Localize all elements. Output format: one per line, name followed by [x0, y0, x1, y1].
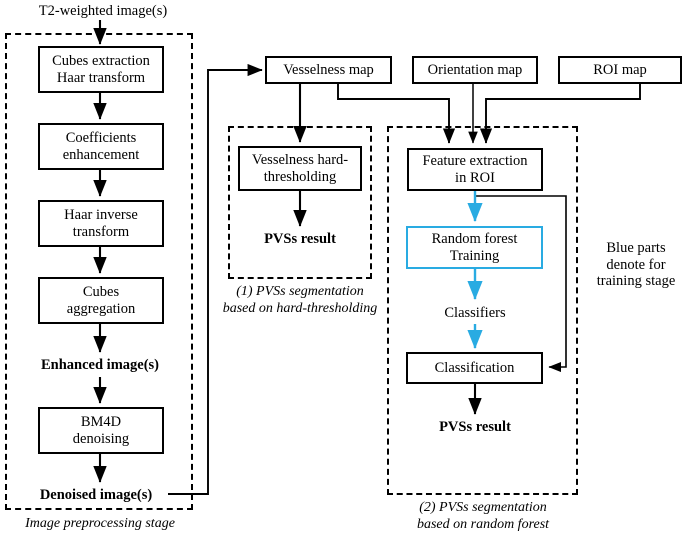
- step-bm4d-denoising[interactable]: BM4D denoising: [38, 407, 164, 454]
- legend-line3: training stage: [596, 273, 676, 290]
- legend-blue-parts: Blue parts denote for training stage: [588, 240, 684, 300]
- input-label-t2-weighted: T2-weighted image(s): [38, 2, 168, 19]
- step-haar-inverse-transform[interactable]: Haar inverse transform: [38, 200, 164, 247]
- group-random-forest-branch: [387, 126, 578, 495]
- step-coefficients-enhancement[interactable]: Coefficients enhancement: [38, 123, 164, 170]
- step-bm4d-line1: BM4D: [80, 413, 122, 430]
- step-vesselness-hard-thresholding[interactable]: Vesselness hard- thresholding: [238, 146, 362, 191]
- node-orientation-map[interactable]: Orientation map: [412, 56, 538, 84]
- step-feature-extraction-line1: Feature extraction: [422, 152, 528, 169]
- legend-line1: Blue parts: [606, 240, 666, 256]
- label-denoised-images: Denoised image(s): [39, 486, 153, 503]
- step-feature-extraction-in-roi[interactable]: Feature extraction in ROI: [407, 148, 543, 191]
- caption-preprocessing-stage: Image preprocessing stage: [25, 515, 175, 531]
- step-classification[interactable]: Classification: [406, 352, 543, 384]
- step-cubes-extraction-line1: Cubes extraction: [52, 52, 150, 69]
- caption-hard-thresholding-line2: based on hard-thresholding: [222, 300, 378, 316]
- label-classifiers: Classifiers: [444, 304, 506, 321]
- step-random-forest-line2: Training: [449, 247, 500, 264]
- label-enhanced-images: Enhanced image(s): [40, 356, 160, 373]
- legend-line2: denote for: [606, 256, 666, 273]
- step-bm4d-line2: denoising: [72, 430, 130, 447]
- step-random-forest-training[interactable]: Random forest Training: [406, 226, 543, 269]
- caption-hard-thresholding-branch: (1) PVSs segmentation based on hard-thre…: [212, 284, 388, 322]
- step-coefficients-enhancement-line1: Coefficients: [65, 129, 137, 146]
- caption-random-forest-line2: based on random forest: [416, 516, 550, 532]
- step-cubes-extraction-line2: Haar transform: [56, 69, 146, 86]
- node-roi-map[interactable]: ROI map: [558, 56, 682, 84]
- node-vesselness-map[interactable]: Vesselness map: [265, 56, 392, 84]
- caption-random-forest-line1: (2) PVSs segmentation: [419, 500, 547, 515]
- label-pvss-result-hard-threshold: PVSs result: [264, 230, 336, 247]
- step-feature-extraction-line2: in ROI: [455, 169, 495, 186]
- step-haar-inverse-line1: Haar inverse: [64, 206, 138, 223]
- step-random-forest-line1: Random forest: [431, 230, 518, 247]
- step-cubes-extraction[interactable]: Cubes extraction Haar transform: [38, 46, 164, 93]
- step-vesselness-hard-thresholding-line2: thresholding: [263, 168, 337, 185]
- step-coefficients-enhancement-line2: enhancement: [62, 146, 140, 163]
- step-cubes-aggregation-line2: aggregation: [66, 300, 136, 317]
- step-cubes-aggregation-line1: Cubes: [82, 283, 120, 300]
- label-pvss-result-random-forest: PVSs result: [439, 418, 511, 435]
- step-cubes-aggregation[interactable]: Cubes aggregation: [38, 277, 164, 324]
- caption-hard-thresholding-line1: (1) PVSs segmentation: [236, 284, 364, 299]
- caption-random-forest-branch: (2) PVSs segmentation based on random fo…: [390, 500, 576, 538]
- step-haar-inverse-line2: transform: [72, 223, 130, 240]
- step-vesselness-hard-thresholding-line1: Vesselness hard-: [251, 151, 349, 168]
